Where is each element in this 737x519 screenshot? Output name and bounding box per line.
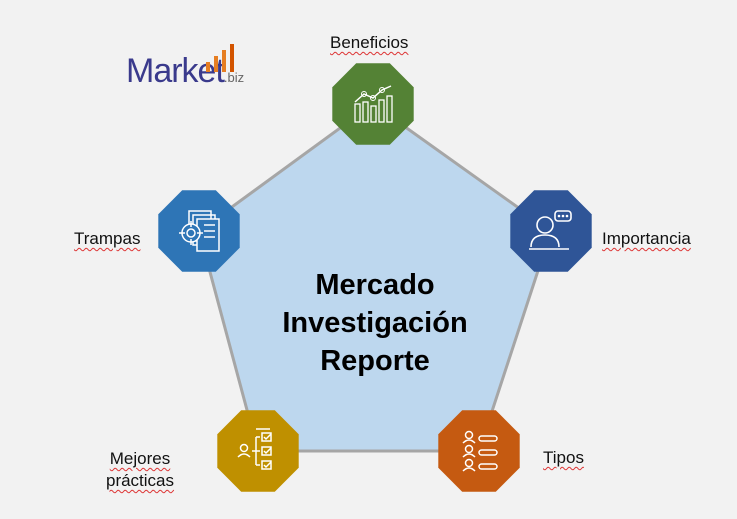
node-beneficios (332, 63, 414, 145)
node-mejores-prácticas (217, 410, 299, 492)
person-chat-icon (529, 210, 572, 250)
checklist-icon (237, 428, 272, 470)
label-importancia: Importancia (602, 229, 691, 248)
logo-suffix: .biz (223, 70, 245, 85)
label-trampas: Trampas (74, 229, 141, 248)
center-line-2: Investigación (282, 307, 468, 339)
logo: Market.biz (126, 44, 245, 91)
center-title: Mercado Investigación Reporte (250, 266, 500, 380)
label-mejores-practicas: Mejores prácticas (105, 449, 175, 490)
label-beneficios: Beneficios (330, 33, 409, 52)
node-trampas (158, 190, 240, 272)
chart-icon (354, 85, 393, 123)
label-tipos: Tipos (543, 448, 584, 467)
octagon (332, 63, 414, 145)
center-line-3: Reporte (320, 345, 430, 377)
document-target-icon (179, 210, 220, 252)
logo-bars-icon (206, 44, 234, 72)
node-tipos (438, 410, 520, 492)
people-list-icon (462, 430, 498, 472)
center-line-1: Mercado (315, 269, 435, 301)
node-importancia (510, 190, 592, 272)
